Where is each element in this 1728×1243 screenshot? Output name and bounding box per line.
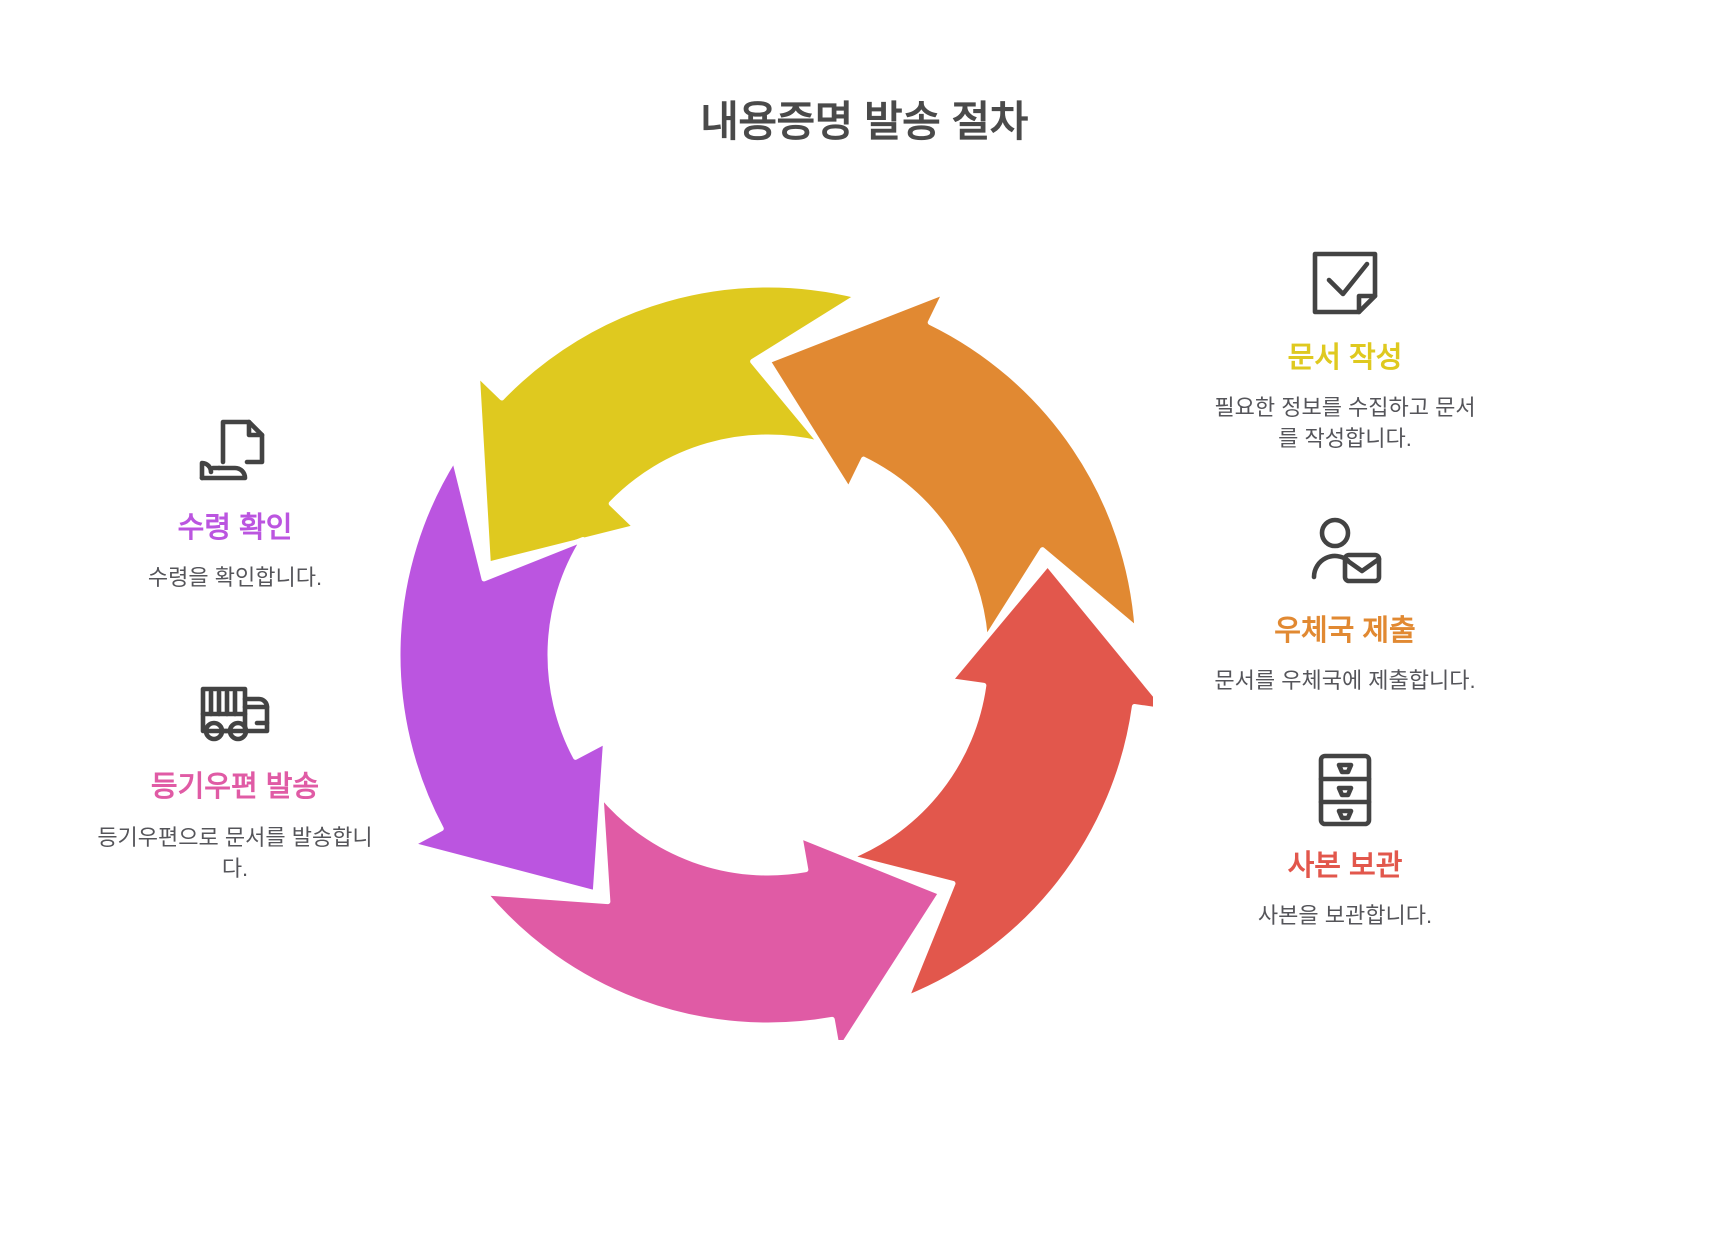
cycle-arrow-receipt — [395, 456, 609, 896]
delivery-truck-icon — [70, 659, 400, 763]
step-description: 필요한 정보를 수집하고 문서를 작성합니다. — [1214, 395, 1476, 452]
cycle-arrows-svg — [395, 282, 1171, 1056]
file-cabinet-icon — [1180, 738, 1510, 842]
step-title: 수령 확인 — [177, 512, 293, 544]
step-description: 수령을 확인합니다. — [147, 565, 323, 591]
cycle-arrow-postoffice — [765, 289, 1140, 643]
right-step-column: 문서 작성 필요한 정보를 수집하고 문서를 작성합니다. 우체국 제출 문서를… — [1180, 230, 1510, 944]
step-registered: 등기우편 발송 등기우편으로 문서를 발송합니다. — [70, 659, 400, 884]
step-description: 등기우편으로 문서를 발송합니다. — [97, 824, 373, 881]
page-title: 내용증명 발송 절차 — [700, 98, 1028, 145]
cycle-arrow-document — [474, 282, 861, 567]
cycle-arrow-copy — [847, 561, 1171, 1001]
step-title: 우체국 제출 — [1274, 614, 1416, 647]
step-document: 문서 작성 필요한 정보를 수집하고 문서를 작성합니다. — [1180, 230, 1510, 455]
step-title: 문서 작성 — [1287, 342, 1403, 374]
person-envelope-icon — [1180, 503, 1510, 607]
step-description: 사본을 보관합니다. — [1257, 903, 1433, 929]
document-check-icon — [1180, 230, 1510, 334]
cycle-arrow-registered — [482, 792, 944, 1056]
step-title: 등기우편 발송 — [150, 771, 320, 804]
step-description: 문서를 우체국에 제출합니다. — [1214, 667, 1476, 693]
step-postoffice: 우체국 제출 문서를 우체국에 제출합니다. — [1180, 503, 1510, 696]
step-title: 사본 보관 — [1287, 850, 1403, 883]
step-copy: 사본 보관 사본을 보관합니다. — [1180, 738, 1510, 931]
circular-process-diagram — [383, 270, 1171, 1056]
left-step-column: 수령 확인 수령을 확인합니다. 등기우편 발송 등기우편으로 문서를 발송합니 — [70, 400, 400, 896]
hand-document-icon — [70, 400, 400, 504]
step-receipt: 수령 확인 수령을 확인합니다. — [70, 400, 400, 593]
